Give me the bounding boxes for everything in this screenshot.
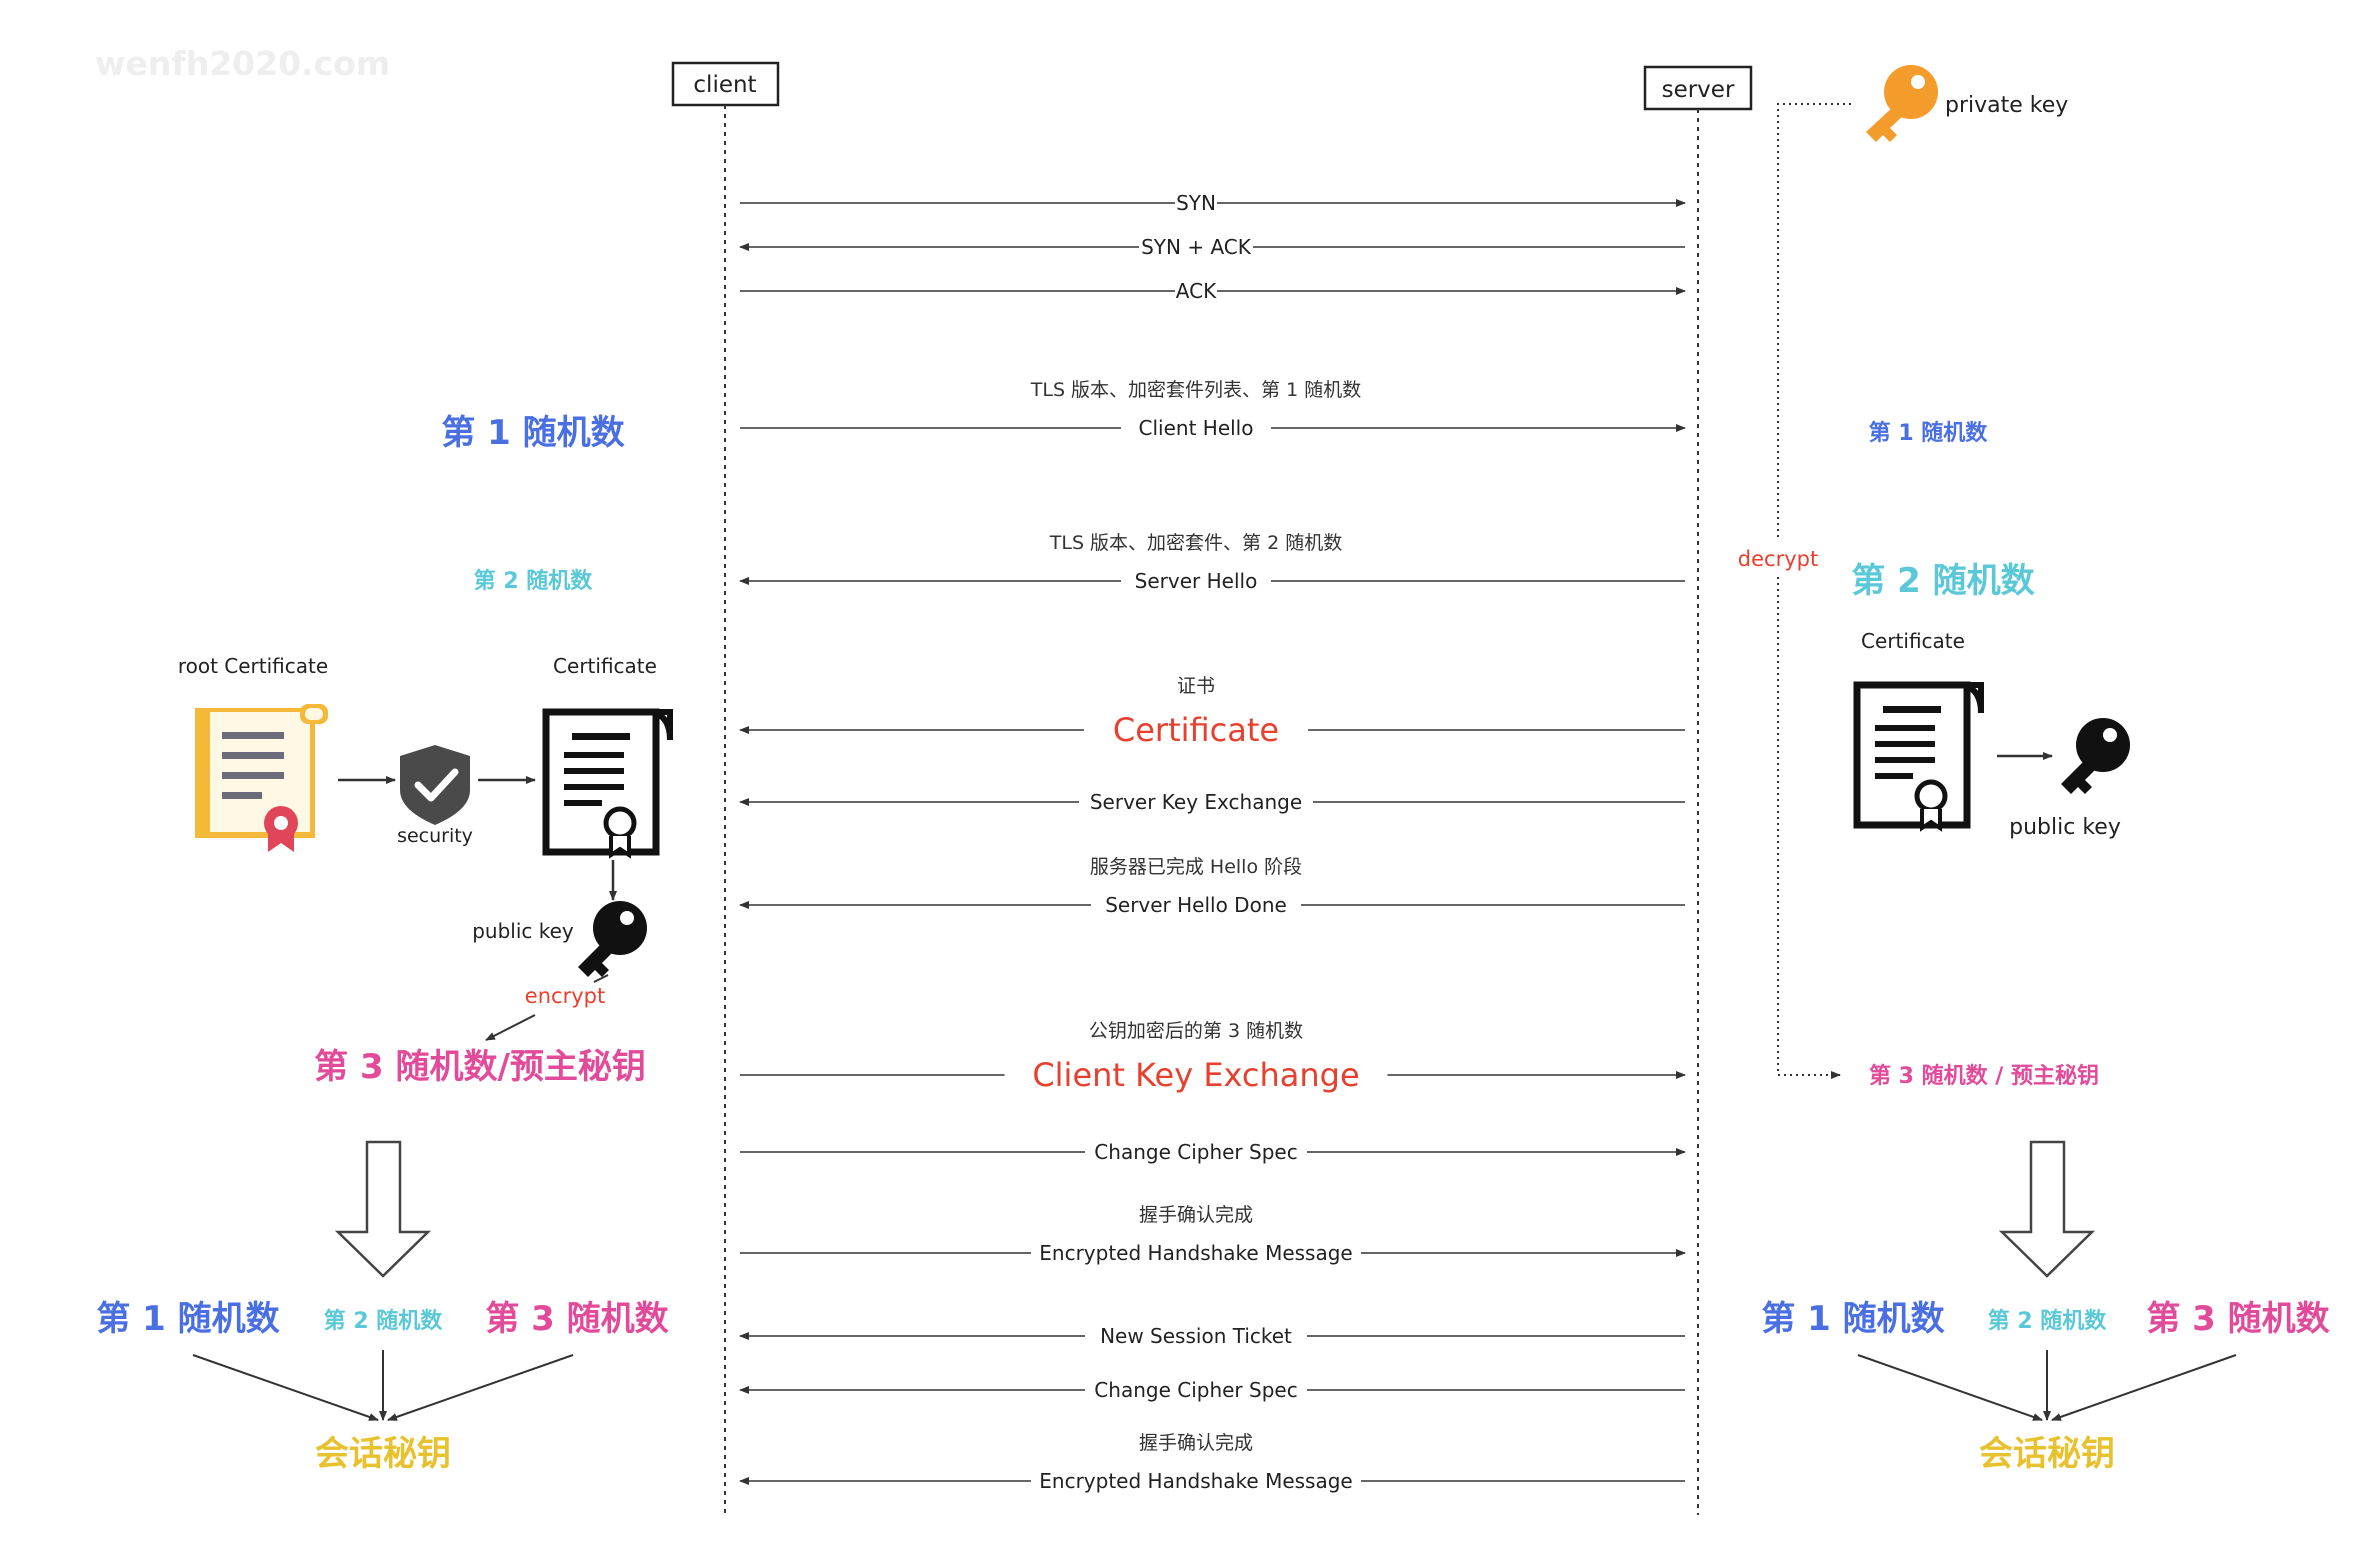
server-combine-line-3 [2051,1354,2237,1421]
client-session-key: 会话秘钥 [315,1434,451,1474]
message-note: 公钥加密后的第 3 随机数 [1089,1020,1303,1042]
client-random-1: 第 1 随机数 [441,413,624,453]
message-label: New Session Ticket [1100,1324,1292,1348]
server-actor: server [1643,65,1753,111]
client-combine-random-2: 第 2 随机数 [324,1308,444,1334]
message-list: SYN SYN + ACK ACK Client Hello TLS 版本、加密套件列表… [739,188,1686,1494]
client-random-3-premaster: 第 3 随机数/预主秘钥 [314,1047,646,1087]
message-8: Server Hello Done 服务器已完成 Hello 阶段 [739,856,1685,918]
server-combine-random-2: 第 2 随机数 [1988,1308,2108,1334]
message-label: Certificate [1113,711,1279,749]
client-actor-label: client [693,72,756,98]
message-label: SYN [1176,191,1216,215]
key-icon [578,901,647,977]
server-certificate-label: Certificate [1861,629,1965,653]
server-combine-random-3: 第 3 随机数 [2146,1299,2329,1339]
message-1: SYN [740,188,1686,216]
client-public-key-label: public key [472,919,574,943]
message-9: Client Key Exchange 公钥加密后的第 3 随机数 [740,1020,1686,1096]
server-key-icon [2061,718,2130,794]
server-actor-label: server [1662,77,1735,103]
message-note: TLS 版本、加密套件列表、第 1 随机数 [1030,379,1361,401]
server-combine-random-1: 第 1 随机数 [1761,1299,1944,1339]
server-derive-arrow [1998,1140,2096,1278]
message-14: Encrypted Handshake Message 握手确认完成 [739,1432,1685,1494]
root-certificate-icon [195,704,328,852]
message-label: Encrypted Handshake Message [1039,1469,1352,1493]
message-6: Certificate 证书 [739,675,1685,751]
message-4: Client Hello TLS 版本、加密套件列表、第 1 随机数 [740,379,1686,441]
private-key-icon [1866,65,1938,142]
arrow-encrypt-to-random3 [485,1014,536,1041]
encrypt-dash [593,974,609,983]
message-7: Server Key Exchange [739,787,1685,815]
decrypt-label: decrypt [1738,547,1818,571]
message-2: SYN + ACK [739,232,1685,260]
encrypt-label: encrypt [525,984,605,1008]
decrypt-dotted-path [1777,103,1851,1079]
client-combine-line-1 [192,1354,379,1421]
message-10: Change Cipher Spec [740,1137,1686,1165]
client-actor: client [671,61,780,107]
server-certificate-icon [1853,681,1984,832]
server-random-2: 第 2 随机数 [1851,561,2034,601]
message-note: 证书 [1177,675,1215,697]
server-random-3-premaster: 第 3 随机数 / 预主秘钥 [1869,1063,2099,1089]
message-label: Encrypted Handshake Message [1039,1241,1352,1265]
security-label: security [397,825,473,847]
message-13: Change Cipher Spec [739,1375,1685,1403]
client-combine-random-1: 第 1 随机数 [96,1299,279,1339]
message-note: 服务器已完成 Hello 阶段 [1090,856,1302,878]
message-label: SYN + ACK [1141,235,1252,259]
server-combine-line-1 [1857,1354,2043,1421]
server-public-key-label: public key [2009,815,2121,840]
client-combine-line-3 [387,1354,574,1421]
server-session-key: 会话秘钥 [1979,1434,2115,1474]
client-certificate-label: Certificate [553,654,657,678]
message-3: ACK [740,276,1686,304]
private-key-label: private key [1945,93,2068,118]
client-combine-random-3: 第 3 随机数 [485,1299,668,1339]
client-random-2: 第 2 随机数 [474,568,594,594]
client-derive-arrow [334,1140,432,1278]
message-label: Client Hello [1139,416,1254,440]
message-label: Change Cipher Spec [1094,1378,1297,1402]
message-label: Server Hello [1135,569,1258,593]
shield-check-icon [400,745,470,825]
watermark: wenfh2020.com [95,44,390,83]
message-label: Change Cipher Spec [1094,1140,1297,1164]
message-label: ACK [1176,279,1217,303]
message-note: 握手确认完成 [1139,1204,1253,1226]
message-label: Client Key Exchange [1032,1056,1359,1094]
message-12: New Session Ticket [739,1321,1685,1349]
message-label: Server Hello Done [1105,893,1287,917]
message-label: Server Key Exchange [1090,790,1302,814]
server-random-1: 第 1 随机数 [1869,420,1989,446]
message-5: Server Hello TLS 版本、加密套件、第 2 随机数 [739,532,1685,594]
message-note: TLS 版本、加密套件、第 2 随机数 [1049,532,1342,554]
message-note: 握手确认完成 [1139,1432,1253,1454]
message-11: Encrypted Handshake Message 握手确认完成 [740,1204,1686,1266]
certificate-icon [542,708,673,859]
root-certificate-label: root Certificate [178,654,328,678]
